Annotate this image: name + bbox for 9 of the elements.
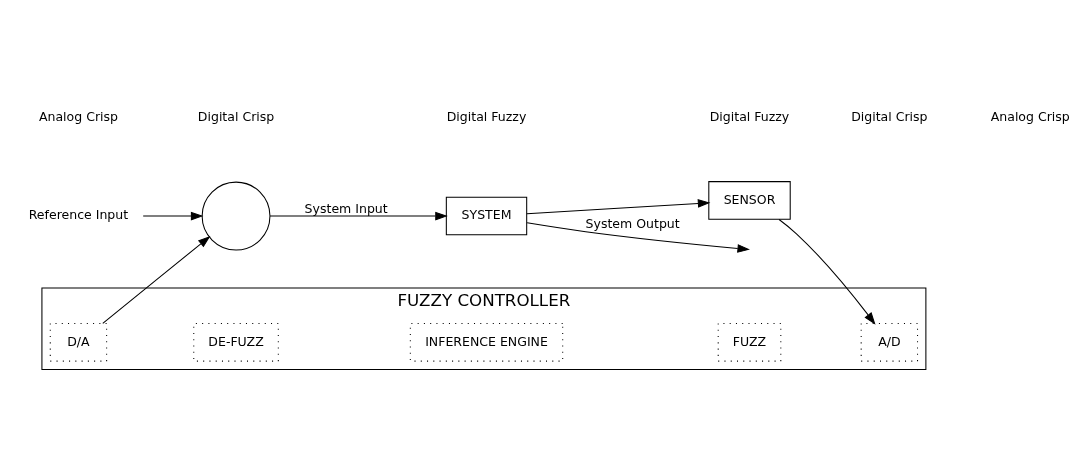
label: Analog Crisp <box>38 108 118 124</box>
edge-label: System Output <box>585 215 680 231</box>
label: Digital Crisp <box>851 108 928 124</box>
label: Digital Crisp <box>197 108 275 124</box>
label: Analog Crisp <box>990 108 1070 124</box>
label: Digital Fuzzy <box>709 108 790 124</box>
edge-label: System Input <box>304 200 388 216</box>
label: Digital Fuzzy <box>446 108 527 124</box>
node-text: Reference Input <box>28 206 129 222</box>
